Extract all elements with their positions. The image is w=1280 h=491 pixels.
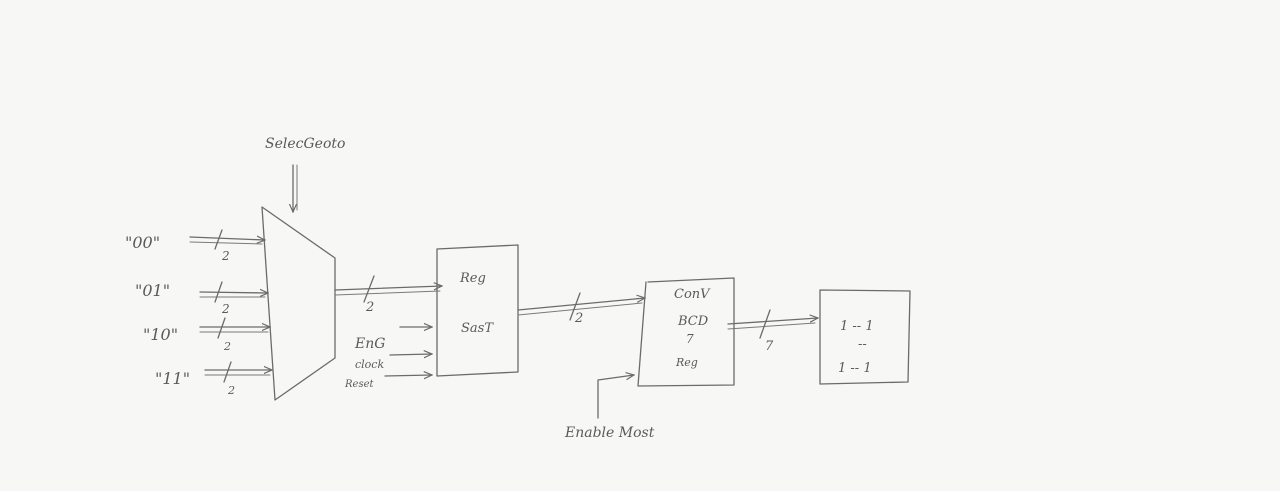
mux-input-constant-01: "01" — [135, 281, 170, 300]
mux-input-slash-10 — [217, 317, 226, 339]
mux-input-slash-01 — [214, 281, 223, 303]
mux-input-bus-00 — [189, 241, 263, 245]
mux-input-width-01: 2 — [221, 302, 230, 316]
register-block: Reg SasT — [436, 244, 519, 377]
converter-output-slash — [759, 309, 771, 339]
register-input-clock-arrow — [389, 354, 432, 355]
mux-output-width: 2 — [365, 300, 374, 315]
mux-input-00: "00" 2 — [125, 229, 265, 263]
mux-select: SelecGeoto — [265, 136, 345, 212]
mux-input-11: "11" 2 — [155, 361, 272, 397]
register-label-2: SasT — [461, 321, 494, 336]
register-inputs: EnG clock Reset — [344, 327, 432, 390]
converter-label-4: Reg — [675, 356, 698, 369]
converter-block: ConV BCD 7 Reg — [637, 277, 735, 387]
display-row-2: -- — [858, 337, 867, 352]
converter-enable-arrow — [597, 375, 634, 419]
mux-input-arrow-00 — [189, 237, 265, 240]
mux-input-constant-11: "11" — [155, 369, 190, 388]
mux-input-slash-11 — [223, 361, 232, 383]
mux-input-width-10: 2 — [223, 340, 231, 353]
converter-label-1: ConV — [674, 287, 711, 302]
register-output-width: 2 — [574, 311, 583, 326]
mux-input-constant-10: "10" — [143, 325, 178, 344]
register-input-clock-label: clock — [355, 358, 384, 371]
converter-output-bus: 7 — [727, 309, 818, 354]
mux-input-width-00: 2 — [221, 249, 230, 263]
mux-input-arrow-01 — [199, 292, 268, 293]
display-row-1: 1 -- 1 — [840, 319, 874, 334]
display-box — [819, 289, 911, 385]
mux-input-slash-00 — [214, 229, 223, 250]
display-row-3: 1 -- 1 — [838, 361, 872, 376]
register-box — [436, 244, 519, 377]
mux-input-01: "01" 2 — [135, 281, 268, 316]
mux-select-label: SelecGeoto — [265, 136, 345, 152]
converter-output-arrow — [727, 318, 818, 325]
seven-segment-display: 1 -- 1 -- 1 -- 1 — [819, 289, 911, 385]
register-label-1: Reg — [459, 271, 486, 286]
register-output-arrow — [517, 298, 645, 311]
register-output-line2 — [517, 302, 643, 316]
register-input-reset-label: Reset — [344, 379, 374, 390]
converter-label-2: BCD — [677, 314, 709, 329]
converter-box — [637, 277, 735, 387]
mux-input-10: "10" 2 — [143, 317, 270, 353]
register-input-enable-label: EnG — [354, 336, 385, 352]
register-input-reset-arrow — [384, 375, 432, 376]
mux-input-constant-00: "00" — [125, 233, 160, 252]
converter-output-line2 — [727, 322, 816, 330]
register-output-slash — [569, 292, 581, 321]
converter-enable-label: Enable Most — [564, 425, 655, 441]
mux-output-slash — [363, 275, 375, 303]
register-output-bus: 2 — [517, 292, 645, 326]
multiplexer — [261, 206, 336, 401]
mux-output-line2 — [334, 290, 441, 296]
converter-label-3: 7 — [686, 332, 694, 346]
mux-input-width-11: 2 — [227, 384, 235, 397]
mux-output-bus: 2 — [334, 275, 442, 315]
converter-enable: Enable Most — [564, 375, 655, 441]
mux-output-arrow — [334, 286, 442, 291]
converter-output-width: 7 — [765, 339, 774, 354]
